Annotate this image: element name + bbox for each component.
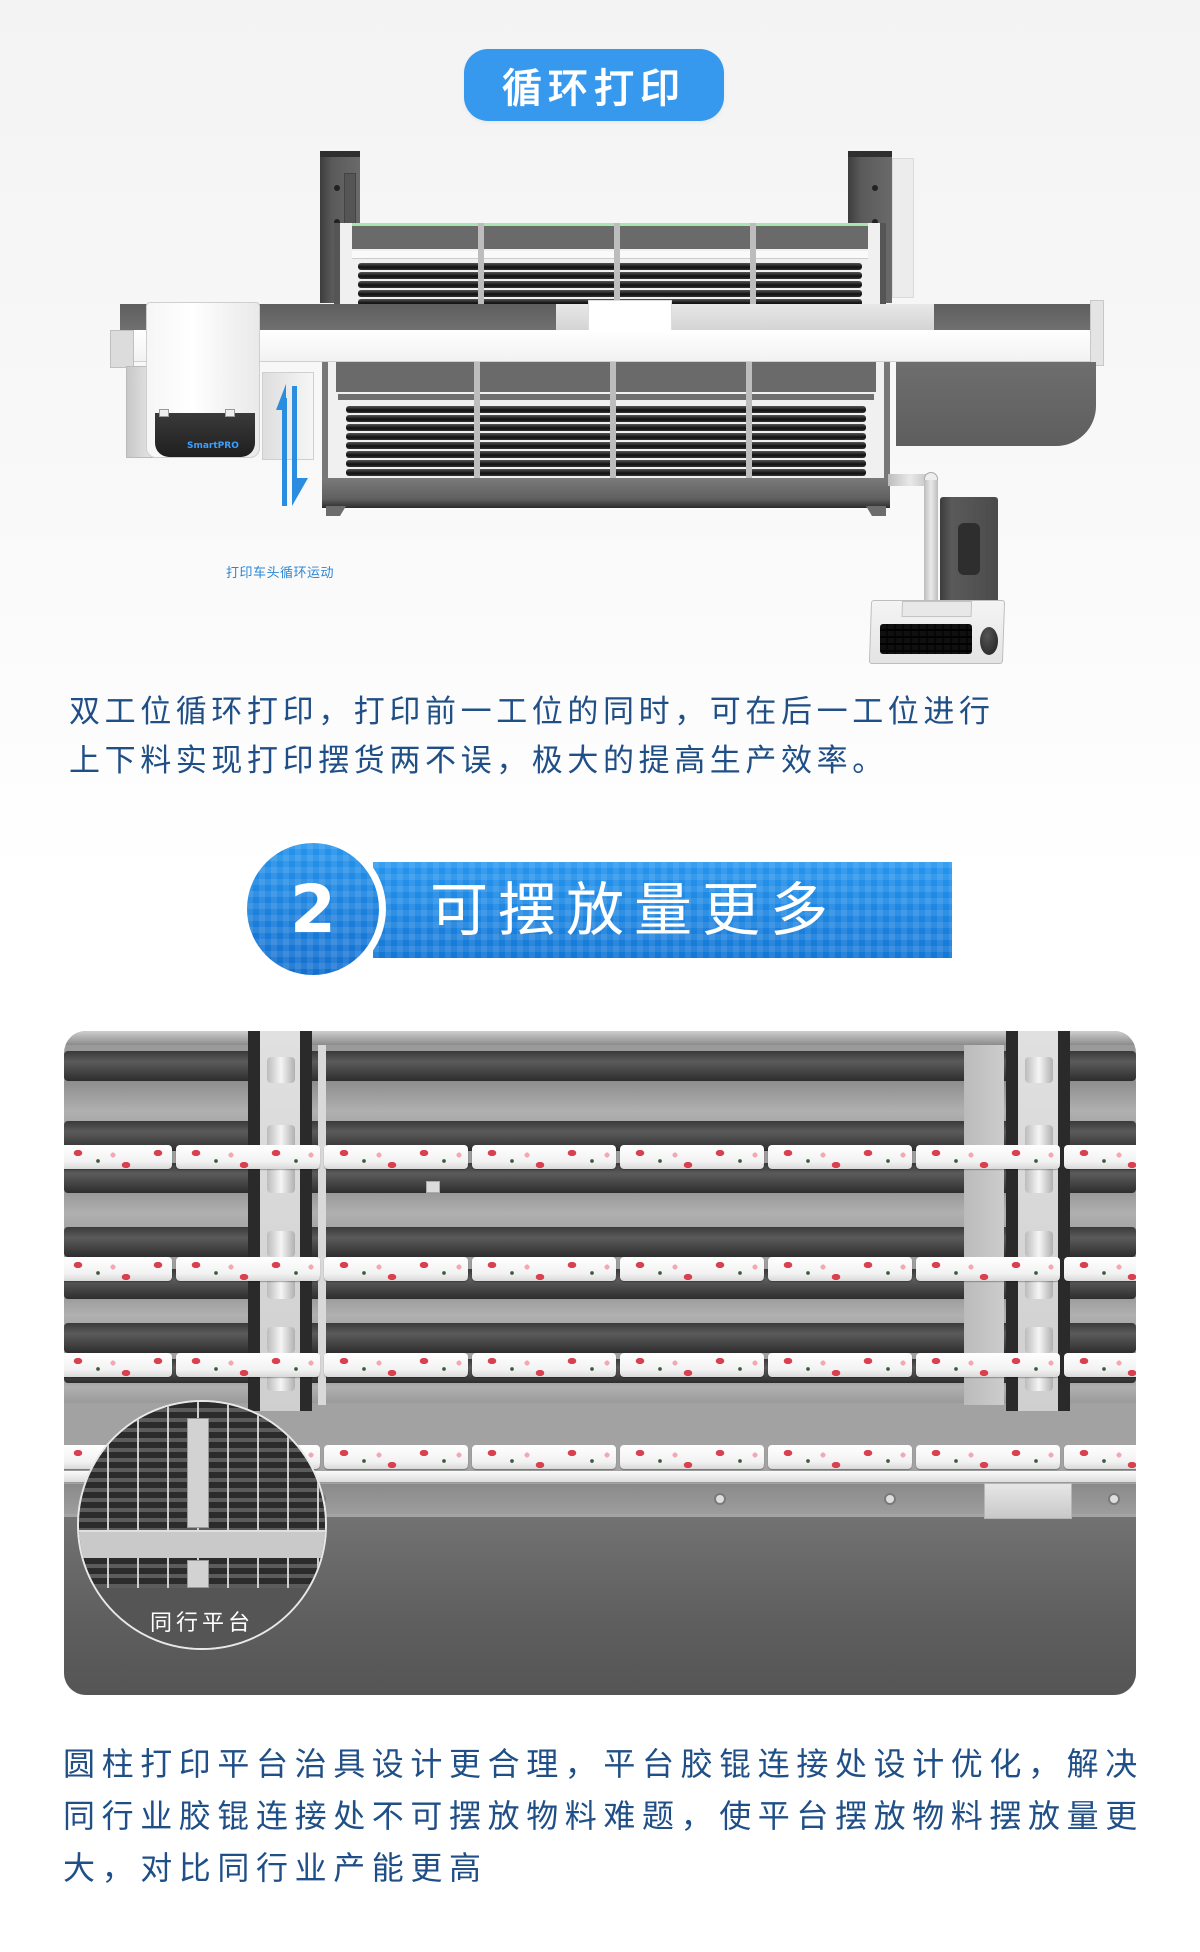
monitor	[940, 497, 998, 603]
platform-photo	[64, 1031, 1136, 1695]
bidirectional-arrow-icon	[276, 384, 308, 506]
monitor-arm-horizontal	[888, 474, 932, 486]
brand-logo: SmartPRO	[187, 441, 239, 451]
description-line: 大，对比同行业产能更高	[63, 1849, 488, 1887]
description-line: 同行业胶锟连接处不可摆放物料难题，使平台摆放物料摆放量更	[63, 1797, 1144, 1835]
keyboard-icon	[880, 624, 972, 654]
competitor-platform-inset	[77, 1400, 327, 1650]
lower-bed-base	[322, 478, 890, 508]
gantry-beam	[110, 330, 1104, 362]
right-side-cover	[892, 158, 914, 298]
gantry-carriage	[588, 300, 672, 332]
print-head-housing: SmartPRO	[146, 302, 260, 458]
section-number: 2	[290, 870, 336, 948]
upper-print-bed	[334, 223, 886, 306]
monitor-arm-vertical	[924, 480, 938, 606]
printer-illustration: SmartPRO 打印车头循环运动	[0, 0, 1200, 680]
mouse-icon	[980, 627, 998, 655]
lower-print-bed	[322, 362, 890, 480]
section2-title: 可摆放量更多	[430, 876, 839, 944]
section-title: 循环打印	[502, 66, 686, 112]
section1-description: 双工位循环打印，打印前一工位的同时，可在后一工位进行 上下料实现打印摆货两不误，…	[69, 688, 995, 786]
description-line: 圆柱打印平台治具设计更合理，平台胶锟连接处设计优化，解决	[63, 1745, 1144, 1783]
section2-banner	[373, 862, 952, 958]
arrow-caption: 打印车头循环运动	[226, 566, 335, 581]
description-line: 双工位循环打印，打印前一工位的同时，可在后一工位进行	[69, 694, 995, 730]
section2-description: 圆柱打印平台治具设计更合理，平台胶锟连接处设计优化，解决 同行业胶锟连接处不可摆…	[63, 1738, 1144, 1894]
right-side-panel	[896, 362, 1096, 446]
description-line: 上下料实现打印摆货两不误，极大的提高生产效率。	[69, 743, 888, 779]
section-title-pill: 循环打印	[464, 49, 724, 121]
section-number-badge: 2	[247, 843, 379, 975]
inset-label: 同行平台	[149, 1611, 254, 1636]
